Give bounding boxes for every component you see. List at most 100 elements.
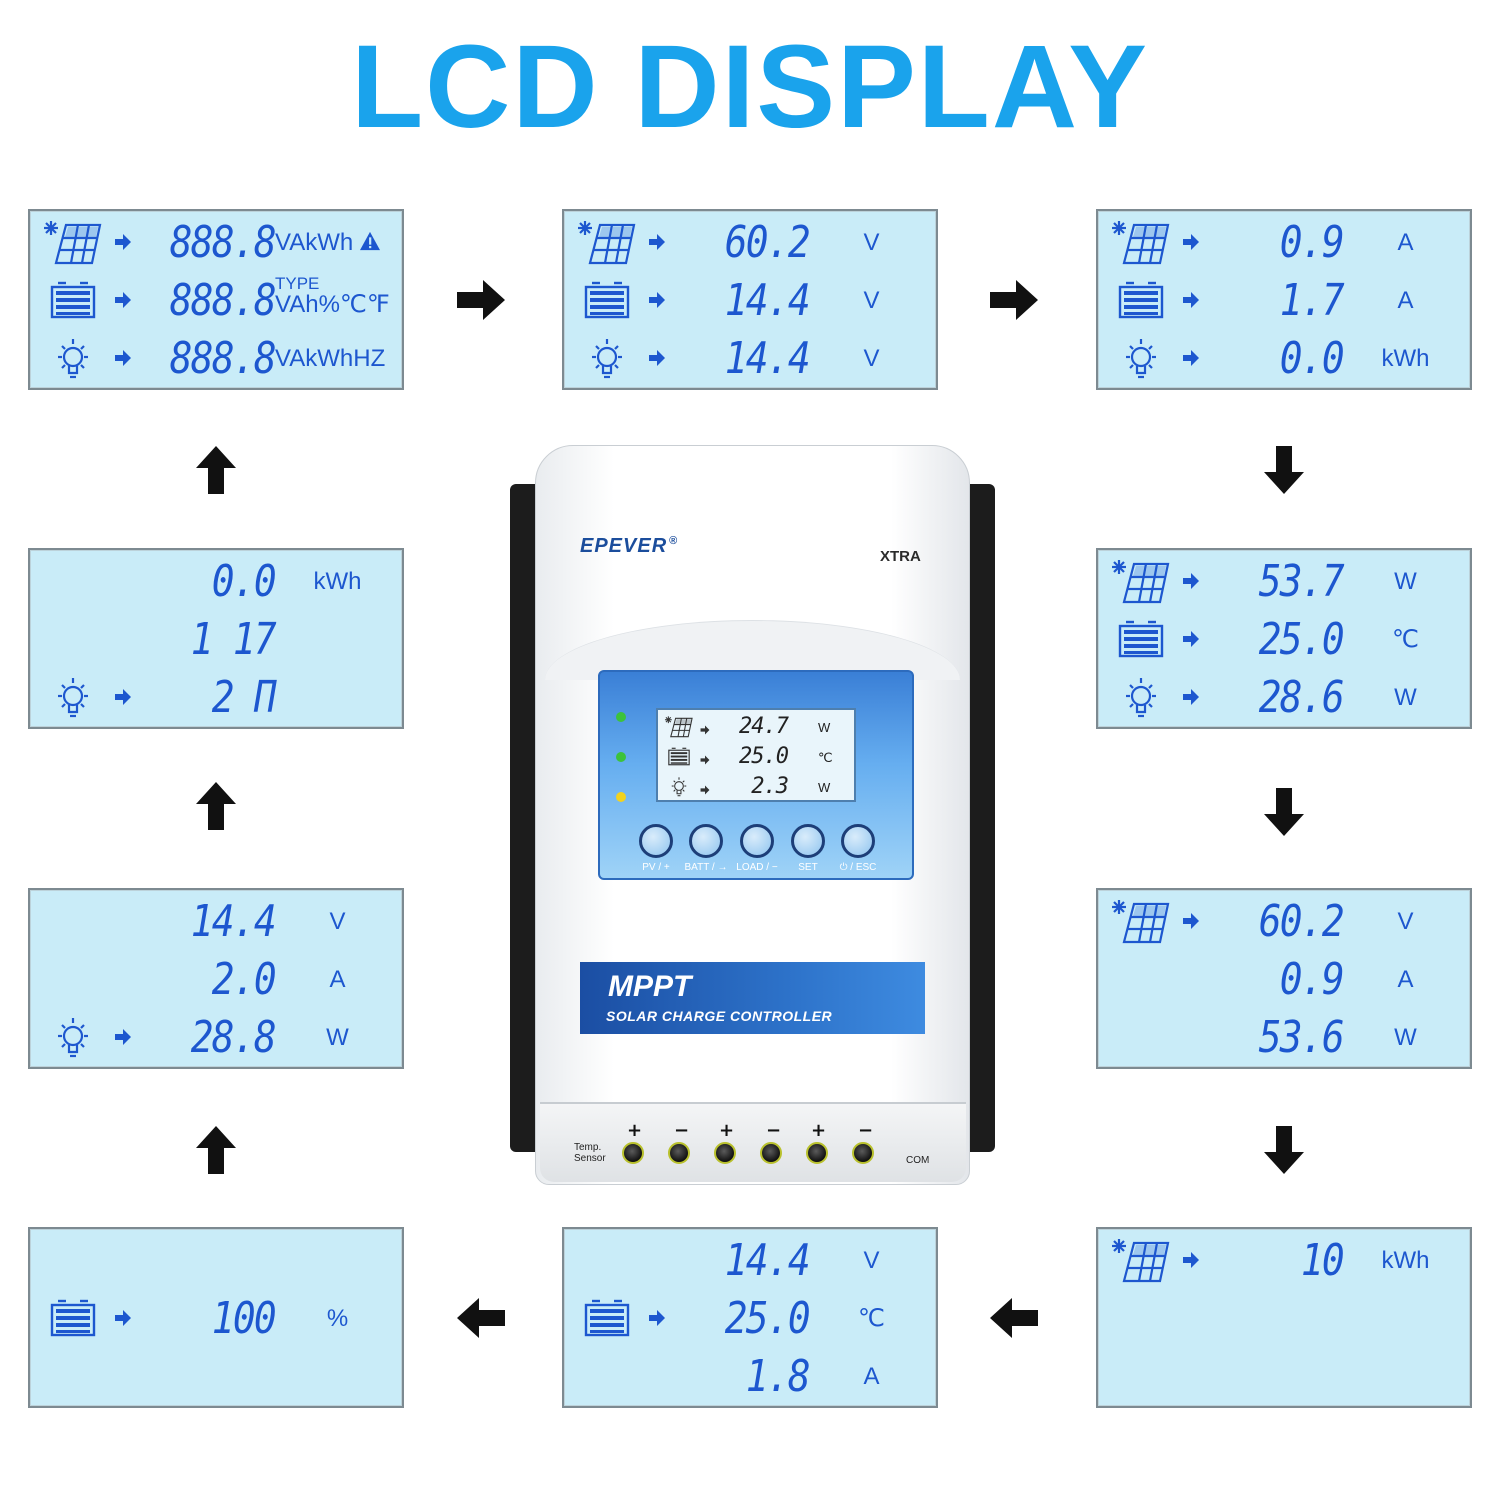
load-bulb-icon	[1110, 674, 1172, 722]
load-plus-terminal[interactable]	[806, 1142, 828, 1164]
lcd-value: 1.7	[1279, 275, 1345, 326]
lcd-unit: A	[1343, 229, 1468, 257]
lcd-unit-text: kWh	[1381, 1247, 1430, 1274]
arrow-right-icon	[1182, 1251, 1200, 1269]
lcd-unit-text: VAkWhHZ	[275, 345, 386, 372]
device-lcd-value: 25.0	[739, 744, 789, 769]
arrow-right-icon	[455, 274, 507, 326]
lcd-value: 14.4	[724, 333, 811, 384]
arrow-right-icon	[648, 233, 666, 251]
lcd-unit: W	[1343, 1024, 1468, 1052]
plus-sign-icon: +	[627, 1120, 643, 1141]
lcd-unit-text: W	[1394, 1024, 1417, 1051]
pv-led-icon	[616, 712, 626, 722]
batt-next-label: BATT / →	[684, 862, 728, 873]
plus-sign-icon: +	[811, 1120, 827, 1141]
batt-minus-terminal[interactable]	[760, 1142, 782, 1164]
arrow-right-icon	[648, 291, 666, 309]
lcd-value: 0.9	[1279, 217, 1345, 268]
load-bulb-icon	[1110, 335, 1172, 383]
arrow-left-icon	[455, 1292, 507, 1344]
lcd-row: 25.0℃	[564, 1291, 936, 1347]
battery-icon	[576, 1295, 638, 1343]
arrow-down-icon	[1258, 1124, 1310, 1176]
solar-panel-icon	[1110, 219, 1172, 267]
lcd-unit: V	[809, 287, 934, 315]
lcd-value: 0.0	[1279, 333, 1345, 384]
lcd-row: 1.7 A	[1098, 273, 1470, 329]
battery-icon	[1110, 277, 1172, 325]
lcd-unit-text: V	[863, 345, 880, 372]
minus-sign-icon: −	[766, 1120, 782, 1141]
lcd-value: 53.6	[1258, 1012, 1345, 1063]
pv-plus-terminal[interactable]	[622, 1142, 644, 1164]
lcd-screen-battery-soc: 100%	[28, 1227, 404, 1408]
lcd-value: 28.8	[190, 1012, 277, 1063]
lcd-value: 0.9	[1279, 954, 1345, 1005]
arrow-right-icon	[1182, 349, 1200, 367]
lcd-value: 2 П	[211, 672, 277, 723]
set-button[interactable]	[791, 824, 825, 858]
lcd-value: 888.8	[169, 217, 277, 268]
load-bulb-icon	[42, 674, 104, 722]
solar-panel-icon	[664, 715, 694, 739]
terminal-strip	[540, 1102, 966, 1182]
status-leds	[612, 706, 632, 816]
arrow-up-icon	[190, 780, 242, 832]
page-title: LCD DISPLAY	[351, 21, 1149, 153]
pv-minus-terminal[interactable]	[668, 1142, 690, 1164]
temp-sensor-label: Temp. Sensor	[574, 1142, 606, 1164]
lcd-value: 25.0	[1258, 614, 1345, 665]
lcd-unit-text: kWh	[313, 568, 362, 595]
lcd-unit-text: ℃	[858, 1305, 885, 1332]
lcd-unit: V	[809, 1247, 934, 1275]
load-minus-button[interactable]	[740, 824, 774, 858]
lcd-value: 2.0	[211, 954, 277, 1005]
load-minus-terminal[interactable]	[852, 1142, 874, 1164]
lcd-value: 14.4	[724, 275, 811, 326]
lcd-unit-text: V	[863, 287, 880, 314]
solar-panel-icon	[576, 219, 638, 267]
lcd-unit-text: W	[1394, 568, 1417, 595]
batt-next-button[interactable]	[689, 824, 723, 858]
arrow-right-icon	[114, 349, 132, 367]
lcd-row: 53.6 W	[1098, 1010, 1470, 1066]
lcd-unit: W	[1343, 568, 1468, 596]
badge-subtitle: SOLAR CHARGE CONTROLLER	[606, 1008, 833, 1024]
lcd-unit: ℃	[1343, 626, 1468, 654]
lcd-unit-text: A	[1397, 287, 1414, 314]
lcd-value: 14.4	[190, 896, 277, 947]
solar-panel-icon	[42, 219, 104, 267]
minus-sign-icon: −	[674, 1120, 690, 1141]
batt-plus-terminal[interactable]	[714, 1142, 736, 1164]
arrow-up-icon	[190, 1124, 242, 1176]
lcd-unit-text: V	[863, 1247, 880, 1274]
arrow-right-icon	[114, 233, 132, 251]
arrow-right-icon	[1182, 630, 1200, 648]
lcd-value: 1 17	[190, 614, 277, 665]
power-esc-button[interactable]	[841, 824, 875, 858]
lcd-unit: kWh	[1343, 345, 1468, 373]
pv-plus-button[interactable]	[639, 824, 673, 858]
lcd-value: 60.2	[1258, 896, 1345, 947]
lcd-value: 888.8	[169, 275, 277, 326]
battery-icon	[576, 277, 638, 325]
lcd-value: 888.8	[169, 333, 277, 384]
battery-icon	[664, 745, 694, 769]
lcd-unit-text: ℃	[1392, 626, 1419, 653]
arrow-right-icon	[648, 349, 666, 367]
arrow-down-icon	[1258, 444, 1310, 496]
arrow-up-icon	[190, 444, 242, 496]
